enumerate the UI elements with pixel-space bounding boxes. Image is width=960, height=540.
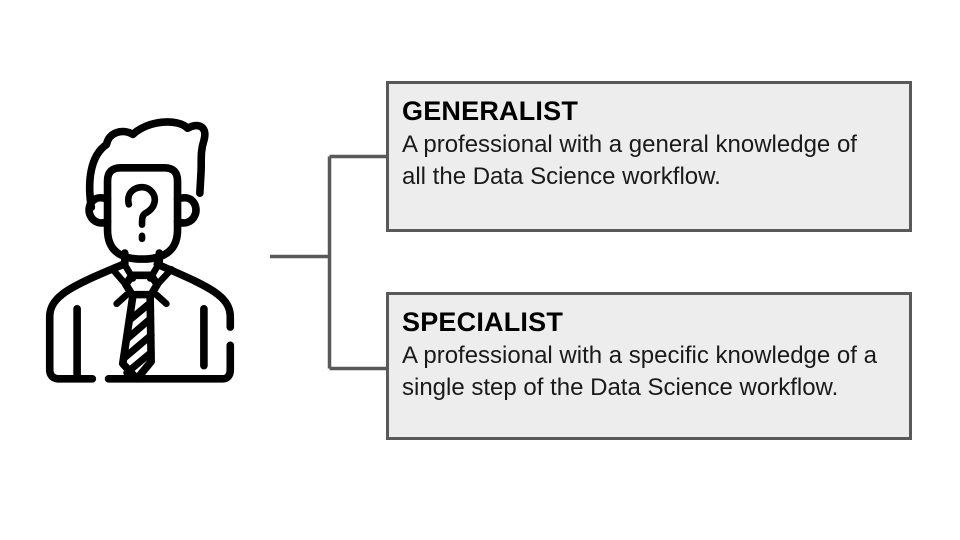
generalist-title: GENERALIST <box>402 96 579 126</box>
right-ear <box>173 194 200 227</box>
torso-right-lower <box>104 341 235 383</box>
hair-outline <box>85 118 209 212</box>
specialist-title: SPECIALIST <box>402 307 564 337</box>
connector-path <box>270 154 386 371</box>
specialist-card: SPECIALIST A professional with a specifi… <box>386 292 912 440</box>
torso-right <box>153 260 235 331</box>
left-ear <box>85 194 112 227</box>
specialist-description: A professional with a specific knowledge… <box>402 342 877 402</box>
torso-left <box>45 260 128 383</box>
question-mark <box>124 183 159 243</box>
tie-knot <box>121 271 162 299</box>
generalist-description: A professional with a general knowledge … <box>402 131 857 191</box>
generalist-card: GENERALIST A professional with a general… <box>386 81 912 232</box>
tie-stripes <box>121 300 155 377</box>
unknown-person-icon <box>45 118 235 383</box>
